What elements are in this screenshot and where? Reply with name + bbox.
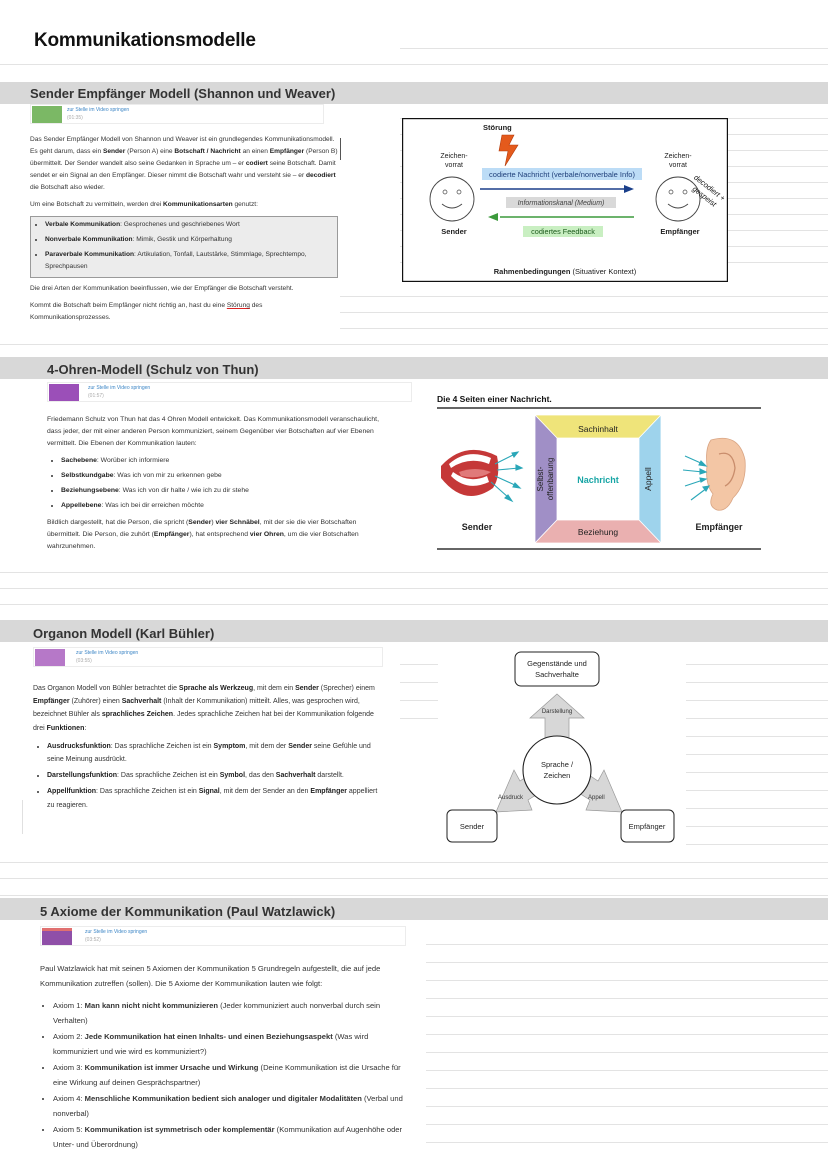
sender-face-icon [429, 176, 475, 222]
receiver-face-icon [655, 176, 701, 222]
video-link-label: zur Stelle im Video springen [88, 385, 151, 391]
svg-text:offenbarung: offenbarung [546, 458, 555, 501]
svg-text:Selbst-: Selbst- [536, 466, 545, 491]
paragraph: Friedemann Schulz von Thun hat das 4 Ohr… [47, 416, 379, 447]
video-timestamp: (01:35) [67, 115, 83, 121]
list-item: Sachebene: Worüber ich informiere [61, 455, 387, 467]
video-jump-link[interactable]: zur Stelle im Video springen (01:57) [47, 382, 412, 402]
highlight-box: Verbale Kommunikation: Gesprochenes und … [30, 216, 338, 278]
list-item: Axiom 5: Kommunikation ist symmetrisch o… [53, 1122, 404, 1152]
video-timestamp: (03:52) [85, 937, 101, 943]
video-link-label: zur Stelle im Video springen [85, 929, 148, 935]
svg-text:Sachverhalte: Sachverhalte [535, 670, 579, 679]
video-thumbnail [35, 649, 65, 666]
list-item: Axiom 3: Kommunikation ist immer Ursache… [53, 1060, 404, 1090]
ear-icon [706, 437, 746, 511]
list-item: Axiom 1: Man kann nicht nicht kommunizie… [53, 998, 404, 1028]
svg-text:Sender: Sender [460, 822, 485, 831]
svg-text:Rahmenbedingungen (Situativer: Rahmenbedingungen (Situativer Kontext) [494, 267, 637, 276]
svg-text:Appell: Appell [643, 467, 653, 491]
video-link-label: zur Stelle im Video springen [67, 107, 130, 113]
section-title: 4-Ohren-Modell (Schulz von Thun) [47, 362, 259, 377]
paragraph: Um eine Botschaft zu vermitteln, werden … [30, 201, 258, 208]
list-item: Ausdrucksfunktion: Das sprachliche Zeich… [47, 740, 383, 766]
arrows-icon [490, 451, 524, 503]
message-label: codierte Nachricht (verbale/nonverbale I… [489, 170, 635, 179]
svg-text:Empfänger: Empfänger [695, 522, 743, 532]
lightning-icon [498, 134, 519, 167]
section-text: Paul Watzlawick hat mit seinen 5 Axiomen… [40, 961, 404, 1159]
sender-receiver-diagram: Störung Zeichen- vorrat Zeichen- vorrat … [402, 118, 728, 282]
list-item: Axiom 2: Jede Kommunikation hat einen In… [53, 1029, 404, 1059]
paragraph: Die drei Arten der Kommunikation beeinfl… [30, 285, 294, 292]
paragraph: Bildlich dargestellt, hat die Person, di… [47, 519, 359, 550]
svg-text:Sprache /: Sprache / [541, 760, 574, 769]
paragraph: Das Sender Empfänger Modell von Shannon … [30, 136, 338, 191]
section-band [0, 620, 828, 642]
list-item: Darstellungsfunktion: Das sprachliche Ze… [47, 769, 383, 782]
video-jump-link[interactable]: zur Stelle im Video springen (03:52) [40, 926, 406, 946]
paragraph: Das Organon Modell von Bühler betrachtet… [33, 685, 375, 732]
section-text: Das Organon Modell von Bühler betrachtet… [33, 682, 383, 817]
svg-text:Nachricht: Nachricht [577, 475, 619, 485]
svg-text:Empfänger: Empfänger [660, 227, 699, 236]
svg-text:vorrat: vorrat [445, 162, 463, 169]
svg-text:Zeichen-: Zeichen- [440, 153, 468, 160]
four-ears-diagram: Die 4 Seiten einer Nachricht. Sachinhalt… [437, 394, 761, 550]
list-item: Selbstkundgabe: Was ich von mir zu erken… [61, 470, 387, 482]
svg-text:Gegenstände und: Gegenstände und [527, 659, 587, 668]
section-title: Organon Modell (Karl Bühler) [33, 626, 215, 641]
video-timestamp: (03:55) [76, 658, 92, 664]
channel-label: Informationskanal (Medium) [518, 200, 605, 207]
section-title: Sender Empfänger Modell (Shannon und Wea… [30, 86, 336, 101]
svg-text:Zeichen: Zeichen [544, 771, 571, 780]
list-item: Axiom 4: Menschliche Kommunikation bedie… [53, 1091, 404, 1121]
video-jump-link[interactable]: zur Stelle im Video springen (03:55) [33, 647, 383, 667]
page-title: Kommunikationsmodelle [34, 30, 256, 51]
video-thumbnail [42, 928, 72, 945]
text-margin-marker [22, 800, 23, 834]
video-link-label: zur Stelle im Video springen [76, 650, 139, 656]
section-text: Friedemann Schulz von Thun hat das 4 Ohr… [47, 414, 387, 558]
list-item: Nonverbale Kommunikation: Mimik, Gestik … [45, 234, 331, 246]
list-item: Beziehungsebene: Was ich von dir halte /… [61, 485, 387, 497]
svg-text:Empfänger: Empfänger [629, 822, 666, 831]
list-item: Appellfunktion: Das sprachliche Zeichen … [47, 785, 383, 811]
section-text: Das Sender Empfänger Modell von Shannon … [30, 134, 338, 329]
list-item: Appellebene: Was ich bei dir erreichen m… [61, 500, 387, 512]
video-timestamp: (01:57) [88, 393, 104, 399]
svg-text:Sachinhalt: Sachinhalt [578, 424, 618, 434]
video-jump-link[interactable]: zur Stelle im Video springen (01:35) [30, 104, 324, 124]
section-band [0, 898, 828, 920]
svg-text:Beziehung: Beziehung [578, 527, 618, 537]
diagram-title: Die 4 Seiten einer Nachricht. [437, 394, 552, 404]
svg-text:Ausdruck: Ausdruck [498, 795, 524, 801]
section-title: 5 Axiome der Kommunikation (Paul Watzlaw… [40, 904, 336, 919]
svg-text:Zeichen-: Zeichen- [664, 153, 692, 160]
feedback-label: codiertes Feedback [531, 227, 595, 236]
mouth-icon [441, 449, 499, 496]
video-thumbnail [32, 106, 62, 123]
organon-diagram: Gegenstände und Sachverhalte Darstellung… [440, 648, 684, 852]
section-band [0, 357, 828, 379]
stoerung-label: Störung [483, 123, 512, 132]
list-item: Verbale Kommunikation: Gesprochenes und … [45, 219, 331, 231]
paragraph: Kommt die Botschaft beim Empfänger nicht… [30, 302, 263, 321]
video-thumbnail [49, 384, 79, 401]
svg-text:vorrat: vorrat [669, 162, 687, 169]
section-band [0, 82, 828, 104]
svg-text:Appell: Appell [588, 795, 605, 801]
arrows-icon [682, 455, 711, 501]
svg-text:Sender: Sender [462, 522, 493, 532]
svg-text:Sender: Sender [441, 227, 467, 236]
svg-text:Darstellung: Darstellung [542, 709, 572, 715]
paragraph: Paul Watzlawick hat mit seinen 5 Axiomen… [40, 964, 381, 988]
list-item: Paraverbale Kommunikation: Artikulation,… [45, 249, 331, 273]
text-cursor [340, 138, 341, 160]
